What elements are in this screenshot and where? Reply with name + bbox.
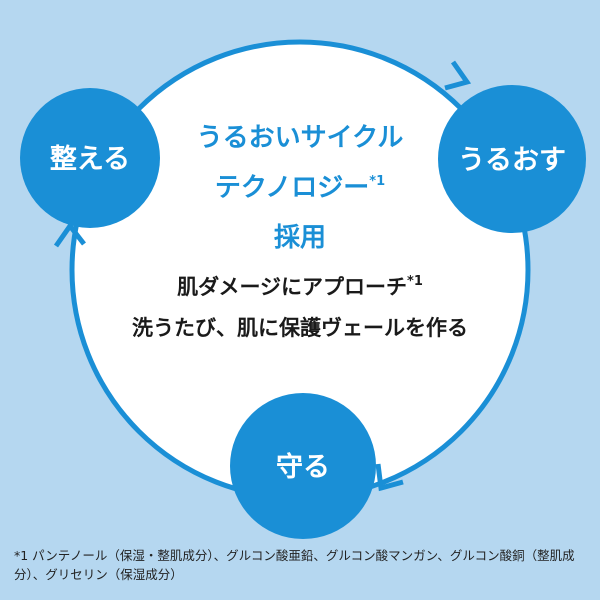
node-circle-right xyxy=(438,85,586,233)
arrow-head-bottom-right xyxy=(375,463,404,492)
node-label-left: 整える xyxy=(50,144,130,175)
node-label-bottom: 守る xyxy=(276,451,330,483)
center-desc-line1-text: 肌ダメージにアプローチ xyxy=(177,275,407,299)
node-circle-bottom xyxy=(230,393,376,539)
node-label-right: うるおす xyxy=(458,145,566,176)
arrow-head-top-right xyxy=(444,60,472,91)
center-desc-line2: 洗うたび、肌に保護ヴェールを作る xyxy=(132,316,468,340)
center-title-line1: うるおいサイクル xyxy=(197,123,404,153)
footnote: *1 パンテノール（保湿・整肌成分）、グルコン酸亜鉛、グルコン酸マンガン、グルコ… xyxy=(14,548,575,582)
arrow-head-left xyxy=(53,221,86,248)
node-circle-left xyxy=(20,88,160,228)
center-desc-line1-sup: *1 xyxy=(407,274,423,289)
center-title-line3: 採用 xyxy=(274,223,326,253)
center-desc-line1: 肌ダメージにアプローチ*1 xyxy=(177,274,423,299)
center-title-line2-sup: *1 xyxy=(369,174,385,189)
center-title-line2: テクノロジー*1 xyxy=(215,173,385,203)
center-title-line2-text: テクノロジー xyxy=(215,173,369,203)
